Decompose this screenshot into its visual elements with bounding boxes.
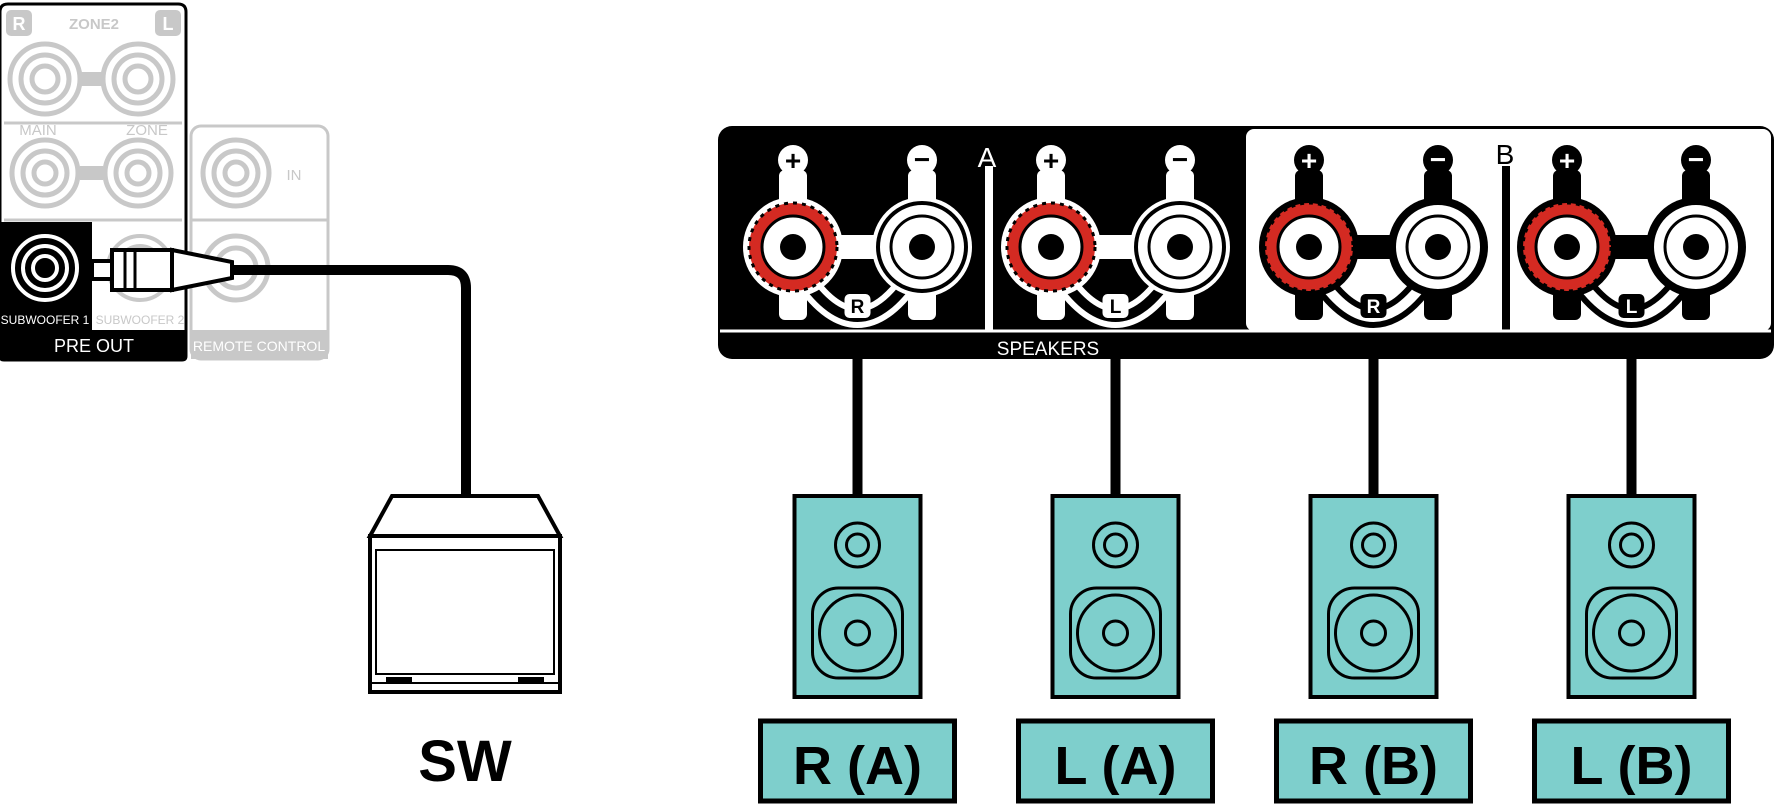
terminal-pair-2: + − L bbox=[1001, 144, 1230, 328]
speaker-label-box: L (B) bbox=[1532, 718, 1731, 804]
terminal-pair-3: + − R bbox=[1259, 144, 1488, 328]
plus-symbol: + bbox=[1294, 145, 1324, 176]
speaker-unit-3: R (B) bbox=[1274, 340, 1473, 804]
speaker-label-box: L (A) bbox=[1016, 718, 1215, 804]
l-badge-text: L bbox=[163, 14, 174, 34]
r-badge bbox=[6, 10, 32, 36]
minus-symbol: − bbox=[1165, 144, 1195, 175]
speaker-label: R (B) bbox=[1309, 736, 1438, 796]
terminal-groups: + − R + − L + − R + − L bbox=[743, 144, 1746, 328]
remote-control-label: REMOTE CONTROL bbox=[193, 338, 325, 354]
subwoofer-cable bbox=[90, 247, 471, 496]
speaker-cabinet bbox=[1308, 494, 1439, 699]
speaker-label: L (B) bbox=[1571, 736, 1693, 796]
speaker-unit-2: L (A) bbox=[1016, 340, 1215, 804]
r-badge-text: R bbox=[13, 14, 26, 34]
preout-panel: R L ZONE2 MAIN ZONE SUBWOOFER 1 SUBWOOFE… bbox=[0, 2, 188, 362]
speaker-cabinet bbox=[1566, 494, 1697, 699]
speaker-label-box: R (B) bbox=[1274, 718, 1473, 804]
svg-text:+: + bbox=[1301, 145, 1317, 176]
plus-symbol: + bbox=[1036, 145, 1066, 176]
minus-terminal[interactable] bbox=[1388, 197, 1488, 297]
main-zone-jacks bbox=[9, 137, 174, 209]
subwoofer1-jack[interactable] bbox=[11, 234, 79, 302]
channel-badge: L bbox=[1618, 294, 1645, 318]
plus-terminal[interactable] bbox=[1259, 197, 1359, 297]
subwoofer-label: SW bbox=[418, 729, 512, 794]
main-label: MAIN bbox=[19, 122, 57, 139]
svg-text:L: L bbox=[1110, 297, 1122, 318]
plus-symbol: + bbox=[778, 145, 808, 176]
plus-terminal[interactable] bbox=[1001, 197, 1101, 297]
group-b-label: B bbox=[1496, 139, 1515, 170]
group-a-label: A bbox=[978, 142, 997, 173]
minus-terminal[interactable] bbox=[1646, 197, 1746, 297]
minus-symbol: − bbox=[1423, 144, 1453, 175]
channel-badge: R bbox=[1360, 294, 1387, 318]
speaker-cabinet bbox=[792, 494, 923, 699]
speaker-wire bbox=[1626, 340, 1637, 497]
minus-terminal[interactable] bbox=[1130, 197, 1230, 297]
minus-terminal[interactable] bbox=[872, 197, 972, 297]
speaker-unit-4: L (B) bbox=[1532, 340, 1731, 804]
svg-text:+: + bbox=[1043, 145, 1059, 176]
channel-badge: L bbox=[1102, 294, 1129, 318]
svg-text:−: − bbox=[1172, 144, 1188, 175]
minus-symbol: − bbox=[907, 144, 937, 175]
subwoofer-unit bbox=[366, 494, 564, 694]
pre-out-label: PRE OUT bbox=[54, 336, 134, 356]
speaker-unit-1: R (A) bbox=[758, 340, 957, 804]
speaker-label: L (A) bbox=[1055, 736, 1177, 796]
svg-text:R: R bbox=[1367, 297, 1381, 318]
zone2-label: ZONE2 bbox=[69, 16, 119, 33]
speaker-label: R (A) bbox=[793, 736, 922, 796]
terminal-pair-1: + − R bbox=[743, 144, 972, 328]
speaker-units: R (A) L (A) R (B) L (B) bbox=[758, 340, 1731, 804]
minus-symbol: − bbox=[1681, 144, 1711, 175]
zone2-jacks bbox=[7, 41, 176, 117]
subwoofer1-label: SUBWOOFER 1 bbox=[1, 313, 90, 327]
plus-symbol: + bbox=[1552, 145, 1582, 176]
speaker-label-box: R (A) bbox=[758, 718, 957, 804]
svg-text:−: − bbox=[1688, 144, 1704, 175]
speakers-label: SPEAKERS bbox=[997, 339, 1099, 360]
pre-out-bar bbox=[0, 330, 186, 360]
speaker-wire bbox=[852, 340, 863, 497]
speaker-wire bbox=[1368, 340, 1379, 497]
svg-text:−: − bbox=[1430, 144, 1446, 175]
svg-text:+: + bbox=[785, 145, 801, 176]
svg-text:+: + bbox=[1559, 145, 1575, 176]
plus-terminal[interactable] bbox=[1517, 197, 1617, 297]
speaker-terminal-panel: A B SPEAKERS + − R + − L + − R + − L bbox=[718, 126, 1774, 360]
l-badge bbox=[155, 10, 181, 36]
zone-label: ZONE bbox=[126, 122, 168, 139]
remote-control-panel: IN REMOTE CONTROL bbox=[189, 124, 330, 361]
svg-text:−: − bbox=[914, 144, 930, 175]
svg-text:R: R bbox=[851, 297, 865, 318]
channel-badge: R bbox=[844, 294, 871, 318]
terminal-pair-4: + − L bbox=[1517, 144, 1746, 328]
plus-terminal[interactable] bbox=[743, 197, 843, 297]
speaker-cabinet bbox=[1050, 494, 1181, 699]
in-label: IN bbox=[287, 167, 302, 184]
subwoofer2-label: SUBWOOFER 2 bbox=[96, 313, 185, 327]
svg-text:L: L bbox=[1626, 297, 1638, 318]
speaker-wire bbox=[1110, 340, 1121, 497]
